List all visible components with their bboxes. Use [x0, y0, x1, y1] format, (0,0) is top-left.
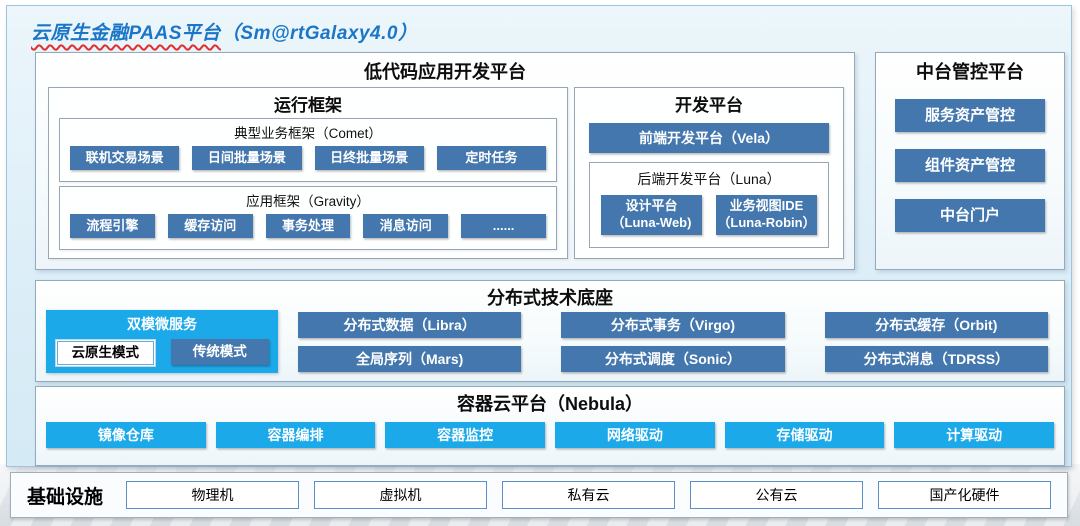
luna-buttons-row: 设计平台 （Luna-Web) 业务视图IDE （Luna-Robin） [590, 195, 828, 235]
luna-web-line1: 设计平台 [625, 198, 678, 214]
block-domestic-hardware: 国产化硬件 [878, 481, 1052, 509]
block-image-registry: 镜像仓库 [46, 422, 206, 448]
dualmode-title: 双模微服务 [127, 316, 197, 332]
container-buttons-row: 镜像仓库 容器编排 容器监控 网络驱动 存储驱动 计算驱动 [36, 422, 1064, 448]
gravity-framework-box: 应用框架（Gravity） 流程引擎 缓存访问 事务处理 消息访问 ...... [59, 186, 557, 250]
block-luna-robin: 业务视图IDE （Luna-Robin） [716, 195, 817, 235]
block-network-driver: 网络驱动 [555, 422, 715, 448]
dev-platform-title: 开发平台 [675, 96, 743, 115]
block-message-access: 消息访问 [363, 214, 449, 238]
luna-robin-line2: （Luna-Robin） [717, 215, 816, 230]
runtime-framework-title: 运行框架 [274, 96, 342, 115]
block-compute-driver: 计算驱动 [894, 422, 1055, 448]
distributed-base-title: 分布式技术底座 [487, 288, 613, 308]
dualmode-row: 云原生模式 传统模式 [46, 334, 278, 367]
runtime-framework-box: 运行框架 典型业务框架（Comet） 联机交易场景 日间批量场景 日终批量场景 … [48, 87, 568, 259]
block-luna-web: 设计平台 （Luna-Web) [601, 195, 702, 235]
block-ellipsis: ...... [461, 214, 546, 238]
distributed-services-grid: 分布式数据（Libra） 分布式事务（Virgo) 分布式缓存（Orbit) 全… [298, 312, 1048, 372]
lowcode-platform-title: 低代码应用开发平台 [364, 62, 526, 82]
block-scheduled-task: 定时任务 [436, 146, 546, 170]
midplatform-box: 中台管控平台 服务资产管控 组件资产管控 中台门户 [875, 52, 1065, 270]
block-physical-machine: 物理机 [126, 481, 300, 509]
luna-web-line2: （Luna-Web) [611, 215, 692, 230]
comet-framework-title: 典型业务框架（Comet） [234, 126, 382, 141]
page-title-suffix: （Sm@rtGalaxy4.0） [220, 23, 418, 44]
block-component-asset-control: 组件资产管控 [895, 149, 1045, 182]
block-transaction-processing: 事务处理 [265, 214, 351, 238]
luna-backend-box: 后端开发平台（Luna） 设计平台 （Luna-Web) 业务视图IDE （Lu… [589, 162, 829, 248]
block-virtual-machine: 虚拟机 [314, 481, 488, 509]
block-global-sequence-mars: 全局序列（Mars) [298, 346, 522, 372]
dev-platform-box: 开发平台 前端开发平台（Vela） 后端开发平台（Luna） 设计平台 （Lun… [574, 87, 844, 259]
comet-framework-box: 典型业务框架（Comet） 联机交易场景 日间批量场景 日终批量场景 定时任务 [59, 118, 557, 182]
distributed-base-box: 分布式技术底座 双模微服务 云原生模式 传统模式 分布式数据（Libra） 分布… [35, 280, 1065, 382]
block-cache-access: 缓存访问 [167, 214, 253, 238]
block-process-engine: 流程引擎 [70, 214, 155, 238]
infrastructure-title: 基础设施 [27, 486, 104, 508]
block-private-cloud: 私有云 [502, 481, 676, 509]
block-endofday-batch: 日终批量场景 [314, 146, 424, 170]
block-distributed-message-tdrss: 分布式消息（TDRSS） [824, 346, 1048, 372]
block-vela-frontend: 前端开发平台（Vela） [589, 123, 829, 153]
block-traditional-mode: 传统模式 [170, 339, 269, 365]
block-storage-driver: 存储驱动 [724, 422, 885, 448]
gravity-framework-title: 应用框架（Gravity） [246, 194, 370, 209]
midplatform-buttons: 服务资产管控 组件资产管控 中台门户 [876, 84, 1064, 232]
block-distributed-data-libra: 分布式数据（Libra） [298, 312, 522, 338]
block-distributed-scheduling-sonic: 分布式调度（Sonic） [561, 346, 785, 372]
lowcode-platform-box: 低代码应用开发平台 运行框架 典型业务框架（Comet） 联机交易场景 日间批量… [35, 52, 855, 270]
infrastructure-strip: 基础设施 物理机 虚拟机 私有云 公有云 国产化硬件 [10, 472, 1068, 518]
luna-robin-line1: 业务视图IDE [729, 198, 804, 214]
page-title-main: 云原生金融PAAS平台 [31, 23, 221, 44]
gravity-buttons-row: 流程引擎 缓存访问 事务处理 消息访问 ...... [60, 214, 556, 238]
block-daytime-batch: 日间批量场景 [192, 146, 302, 170]
block-midplatform-portal: 中台门户 [895, 199, 1045, 232]
dualmode-microservice-box: 双模微服务 云原生模式 传统模式 [46, 310, 278, 373]
midplatform-title: 中台管控平台 [916, 62, 1024, 82]
container-cloud-title: 容器云平台（Nebula） [456, 394, 643, 414]
block-container-monitoring: 容器监控 [385, 422, 546, 448]
block-public-cloud: 公有云 [690, 481, 864, 509]
container-cloud-box: 容器云平台（Nebula） 镜像仓库 容器编排 容器监控 网络驱动 存储驱动 计… [35, 386, 1065, 466]
block-online-transaction: 联机交易场景 [70, 146, 180, 170]
comet-buttons-row: 联机交易场景 日间批量场景 日终批量场景 定时任务 [60, 146, 556, 170]
block-distributed-cache-orbit: 分布式缓存（Orbit) [824, 312, 1048, 338]
block-container-orchestration: 容器编排 [215, 422, 376, 448]
luna-backend-title: 后端开发平台（Luna） [637, 171, 781, 187]
block-cloud-native-mode: 云原生模式 [55, 339, 156, 367]
page-title: 云原生金融PAAS平台（Sm@rtGalaxy4.0） [31, 18, 417, 45]
main-frame: 云原生金融PAAS平台（Sm@rtGalaxy4.0） 低代码应用开发平台 运行… [6, 5, 1072, 467]
block-service-asset-control: 服务资产管控 [895, 99, 1045, 132]
block-distributed-transaction-virgo: 分布式事务（Virgo) [561, 312, 785, 338]
